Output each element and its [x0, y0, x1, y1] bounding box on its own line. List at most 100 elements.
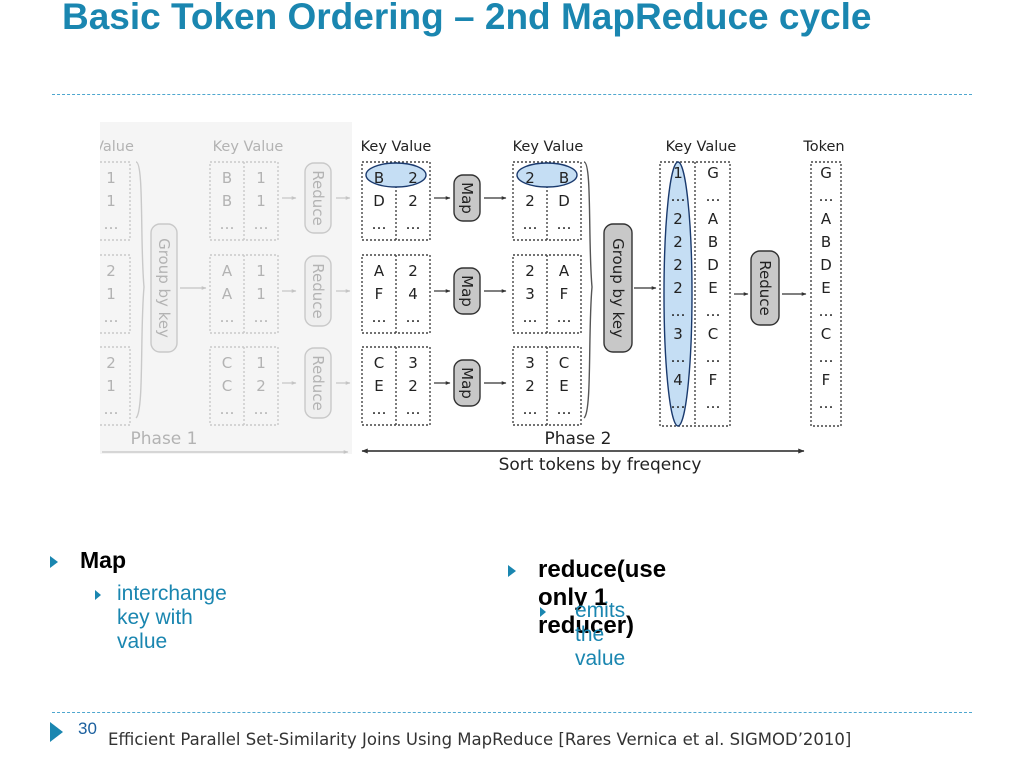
phase2-mapped-key: 2	[525, 192, 535, 210]
phase1-group-pill-label: Group by key	[155, 238, 173, 338]
phase2-input-key: D	[373, 192, 385, 210]
phase1-val-cell: 2	[256, 377, 266, 395]
grouped-value-cell: …	[706, 348, 721, 366]
phase2-input-value: …	[406, 400, 421, 418]
phase2-reduce-pill	[750, 250, 780, 326]
phase2-mapped-value: …	[557, 308, 572, 326]
phase2-input-key: B	[374, 169, 384, 187]
phase1-value-cell: 1	[106, 169, 116, 187]
phase1-brace	[135, 161, 145, 419]
phase1-val-cell: 1	[256, 192, 266, 210]
grouped-key-cell: 2	[673, 256, 683, 274]
phase2-input-key: …	[372, 215, 387, 233]
token-box	[810, 161, 842, 427]
phase1-val-cell: …	[254, 400, 269, 418]
grouped-value-cell: B	[708, 233, 718, 251]
map-pill-label: Map	[458, 275, 476, 307]
token-cell: …	[819, 187, 834, 205]
phase2-mapped-value: C	[559, 354, 569, 372]
phase1-val-cell: 1	[256, 354, 266, 372]
phase2-input-value: 2	[408, 192, 418, 210]
sort-caption: Sort tokens by freqency	[499, 455, 702, 474]
phase2-input-value: 2	[408, 262, 418, 280]
token-cell: A	[821, 210, 832, 228]
grouped-value-cell: G	[707, 164, 719, 182]
phase2-mapped-value: …	[557, 400, 572, 418]
phase1-value-box	[100, 254, 131, 334]
sub-bullet-triangle-icon	[540, 607, 546, 617]
phase2-reduce-pill-label: Reduce	[756, 260, 774, 315]
phase2-mapped-value: F	[560, 285, 569, 303]
phase2-input-key: E	[374, 377, 383, 395]
phase1-value-cell: 2	[106, 354, 116, 372]
map-pill-label: Map	[458, 367, 476, 399]
phase2-input-key: C	[374, 354, 384, 372]
phase1-val-cell: 1	[256, 262, 266, 280]
phase1-group-pill	[150, 223, 178, 353]
phase1-header-keyvalue: Key Value	[213, 139, 284, 155]
phase2-mapped-key: …	[523, 215, 538, 233]
grouped-key-cell: …	[671, 302, 686, 320]
phase2-input-key: A	[374, 262, 385, 280]
phase2-group-pill	[603, 223, 633, 353]
page-number: 30	[78, 719, 97, 738]
highlight-ellipse	[516, 162, 578, 188]
bullet-reduce-sub: emits the value	[575, 599, 626, 670]
grouped-value-cell: …	[706, 302, 721, 320]
phase2-mapped-key: 2	[525, 262, 535, 280]
phase2-mapped-key: 3	[525, 354, 535, 372]
phase2-mapped-value: B	[559, 169, 569, 187]
citation: Efficient Parallel Set-Similarity Joins …	[108, 730, 852, 749]
phase1-key-cell: …	[220, 400, 235, 418]
token-cell: E	[821, 279, 830, 297]
grouped-key-cell: …	[671, 394, 686, 412]
phase1-key-cell: B	[222, 192, 232, 210]
phase1-header-value: Value	[100, 139, 134, 155]
grouped-key-cell: 2	[673, 233, 683, 251]
phase2-input-value: 2	[408, 377, 418, 395]
bullet-map-sub: interchange key with value	[117, 582, 227, 653]
phase1-val-cell: …	[254, 308, 269, 326]
phase1-key-cell: C	[222, 377, 232, 395]
phase2-input-value: …	[406, 215, 421, 233]
phase2-input-key: F	[375, 285, 384, 303]
grouped-value-cell: E	[708, 279, 717, 297]
phase2-header-grouped: Key Value	[666, 139, 737, 155]
grouped-value-cell: C	[708, 325, 718, 343]
grouped-key-cell: 3	[673, 325, 683, 343]
phase1-value-cell: 1	[106, 285, 116, 303]
phase1-value-cell: 1	[106, 377, 116, 395]
phase1-reduce-pill-label: Reduce	[309, 355, 327, 410]
phase1-key-cell: A	[222, 262, 233, 280]
token-cell: B	[821, 233, 831, 251]
phase1-reduce-pill	[304, 347, 332, 419]
map-pill	[453, 267, 481, 315]
grouped-key-cell: …	[671, 348, 686, 366]
phase1-label: Phase 1	[131, 429, 198, 449]
phase2-input-key: …	[372, 400, 387, 418]
phase1-val-cell: …	[254, 215, 269, 233]
grouped-value-cell: …	[706, 187, 721, 205]
phase1-key-cell: …	[220, 215, 235, 233]
map-pill-label: Map	[458, 182, 476, 214]
phase1-key-cell: B	[222, 169, 232, 187]
map-pill	[453, 359, 481, 407]
phase2-input-value: …	[406, 308, 421, 326]
phase1-reduce-pill	[304, 162, 332, 234]
grouped-key-cell: 2	[673, 279, 683, 297]
phase2-mapped-key: 2	[525, 377, 535, 395]
phase1-value-box	[100, 346, 131, 426]
footer-triangle-icon	[50, 722, 63, 742]
bullet-map-heading: Map	[80, 547, 126, 573]
phase1-reduce-pill-label: Reduce	[309, 170, 327, 225]
token-cell: …	[819, 302, 834, 320]
token-cell: …	[819, 394, 834, 412]
phase2-input-value: 3	[408, 354, 418, 372]
phase2-header-mapped: Key Value	[513, 139, 584, 155]
token-cell: F	[822, 371, 831, 389]
phase2-mapped-key: 2	[525, 169, 535, 187]
token-cell: D	[820, 256, 832, 274]
phase2-mapped-key: 3	[525, 285, 535, 303]
